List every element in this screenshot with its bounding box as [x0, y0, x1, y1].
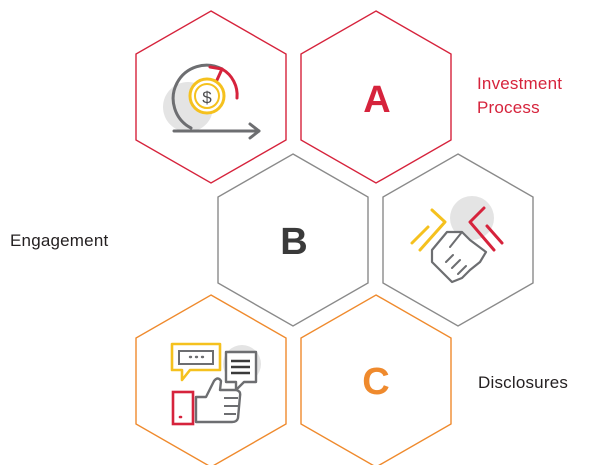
- label-investment-line1: Investment: [477, 74, 563, 93]
- handshake-icon: [410, 196, 504, 284]
- hexagon-investment-icon: [135, 10, 287, 184]
- svg-text:$: $: [202, 88, 212, 107]
- hexagon-engagement-icon: [382, 153, 534, 327]
- label-engagement: Engagement: [10, 231, 109, 250]
- hexagon-letter-a: A: [363, 79, 390, 121]
- dollar-cycle-icon: $: [163, 63, 261, 140]
- label-investment-line2: Process: [477, 98, 540, 117]
- hexagon-investment-letter: [300, 10, 452, 184]
- chat-thumbs-up-icon: [170, 342, 261, 426]
- label-investment-process: Investment Process: [477, 72, 602, 120]
- hexagon-disclosures-icon: [135, 294, 287, 468]
- hexagon-engagement-letter: [217, 153, 369, 327]
- hexagon-letter-c: C: [362, 361, 389, 403]
- label-disclosures: Disclosures: [478, 373, 569, 392]
- hexagon-letter-b: B: [280, 221, 307, 263]
